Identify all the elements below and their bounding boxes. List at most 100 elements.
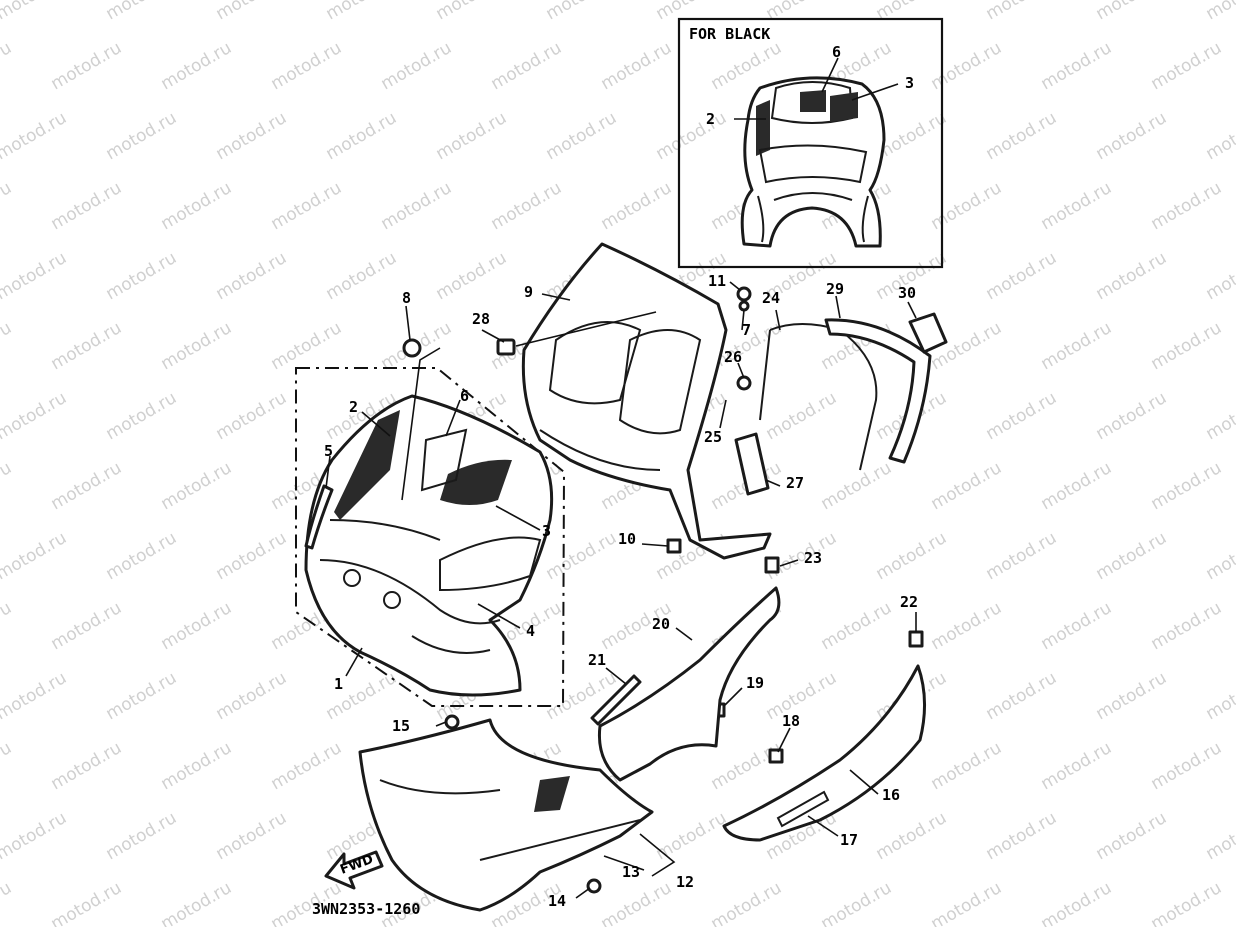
watermark-text: motod.ru [158,38,236,94]
watermark-text: motod.ru [1203,248,1236,304]
callout-5: 5 [324,442,333,460]
watermark-text: motod.ru [873,528,951,584]
watermark-text: motod.ru [0,38,15,94]
bolt-14-drawing [586,878,602,894]
watermark-text: motod.ru [213,388,291,444]
clip-28-drawing [496,338,516,356]
watermark-text: motod.ru [543,108,621,164]
watermark-text: motod.ru [103,248,181,304]
watermark-text: motod.ru [48,738,126,794]
callout-16: 16 [882,786,900,804]
callout-30: 30 [898,284,916,302]
callout-labels: 1 2 3 4 5 6 7 8 9 10 11 12 13 14 15 16 1… [324,272,918,910]
callout-14: 14 [548,892,566,910]
watermark-text: motod.ru [488,178,566,234]
bolt-8-drawing [402,338,422,358]
callout-9: 9 [524,283,533,301]
nut-18-drawing [768,748,784,764]
watermark-text: motod.ru [1038,738,1116,794]
callout-2: 2 [349,398,358,416]
watermark-text: motod.ru [1148,38,1226,94]
watermark-text: motod.ru [213,248,291,304]
callout-19: 19 [746,674,764,692]
seal-21-drawing [590,674,642,726]
watermark-text: motod.ru [0,248,70,304]
watermark-text: motod.ru [1093,388,1171,444]
watermark-text: motod.ru [0,738,15,794]
watermark-text: motod.ru [763,0,841,24]
watermark-text: motod.ru [983,808,1061,864]
watermark-text: motod.ru [873,0,951,24]
callout-27: 27 [786,474,804,492]
callout-11: 11 [708,272,726,290]
watermark-text: motod.ru [653,108,731,164]
watermark-text: motod.ru [1203,528,1236,584]
inset-callout-6: 6 [832,43,841,61]
screw-7-drawing [738,300,750,312]
watermark-text: motod.ru [818,458,896,514]
watermark-text: motod.ru [0,528,70,584]
watermark-text: motod.ru [543,668,621,724]
screw-11-drawing [736,286,752,302]
watermark-text: motod.ru [763,668,841,724]
callout-22: 22 [900,593,918,611]
callout-1: 1 [334,675,343,693]
watermark-text: motod.ru [1093,108,1171,164]
watermark-text: motod.ru [928,178,1006,234]
watermark-text: motod.ru [158,878,236,927]
watermark-text: motod.ru [0,318,15,374]
watermark-text: motod.ru [928,878,1006,927]
nut-23-drawing [764,556,780,574]
watermark-text: motod.ru [1093,0,1171,24]
watermark-text: motod.ru [983,108,1061,164]
watermark-text: motod.ru [1203,808,1236,864]
watermark-text: motod.ru [1093,668,1171,724]
watermark-text: motod.ru [268,38,346,94]
callout-13: 13 [622,863,640,881]
watermark-text: motod.ru [1038,598,1116,654]
watermark-text: motod.ru [0,0,70,24]
callout-18: 18 [782,712,800,730]
side-cover-16-drawing [722,664,927,842]
callout-17: 17 [840,831,858,849]
callout-7: 7 [742,321,751,339]
watermark-text: motod.ru [268,178,346,234]
callout-26: 26 [724,348,742,366]
watermark-text: motod.ru [983,248,1061,304]
lower-cover-drawing [358,718,654,912]
nut-22-drawing [908,630,924,648]
watermark-text: motod.ru [0,668,70,724]
inset-callout-2: 2 [706,110,715,128]
front-cover-drawing [304,394,554,697]
watermark-text: motod.ru [433,0,511,24]
watermark-text: motod.ru [48,878,126,927]
callout-8: 8 [402,289,411,307]
watermark-text: motod.ru [1148,598,1226,654]
watermark-text: motod.ru [1203,0,1236,24]
watermark-text: motod.ru [1038,318,1116,374]
watermark-text: motod.ru [158,318,236,374]
watermark-text: motod.ru [158,738,236,794]
leg-shield-drawing [521,242,772,560]
watermark-text: motod.ru [158,598,236,654]
watermark-text: motod.ru [0,388,70,444]
watermark-text: motod.ru [598,878,676,927]
watermark-text: motod.ru [103,0,181,24]
watermark-text: motod.ru [928,598,1006,654]
watermark-text: motod.ru [708,738,786,794]
watermark-text: motod.ru [213,808,291,864]
watermark-text: motod.ru [818,878,896,927]
lock-30-drawing [908,312,948,354]
callout-23: 23 [804,549,822,567]
inset-for-black: FOR BLACK 2 3 6 [677,17,944,269]
bracket-27-drawing [734,432,770,496]
watermark-text: motod.ru [0,458,15,514]
watermark-text: motod.ru [763,528,841,584]
watermark-text: motod.ru [1038,178,1116,234]
watermark-text: motod.ru [1038,878,1116,927]
watermark-text: motod.ru [0,108,70,164]
watermark-text: motod.ru [48,318,126,374]
under-cover-20-drawing [597,586,781,782]
watermark-text: motod.ru [983,388,1061,444]
